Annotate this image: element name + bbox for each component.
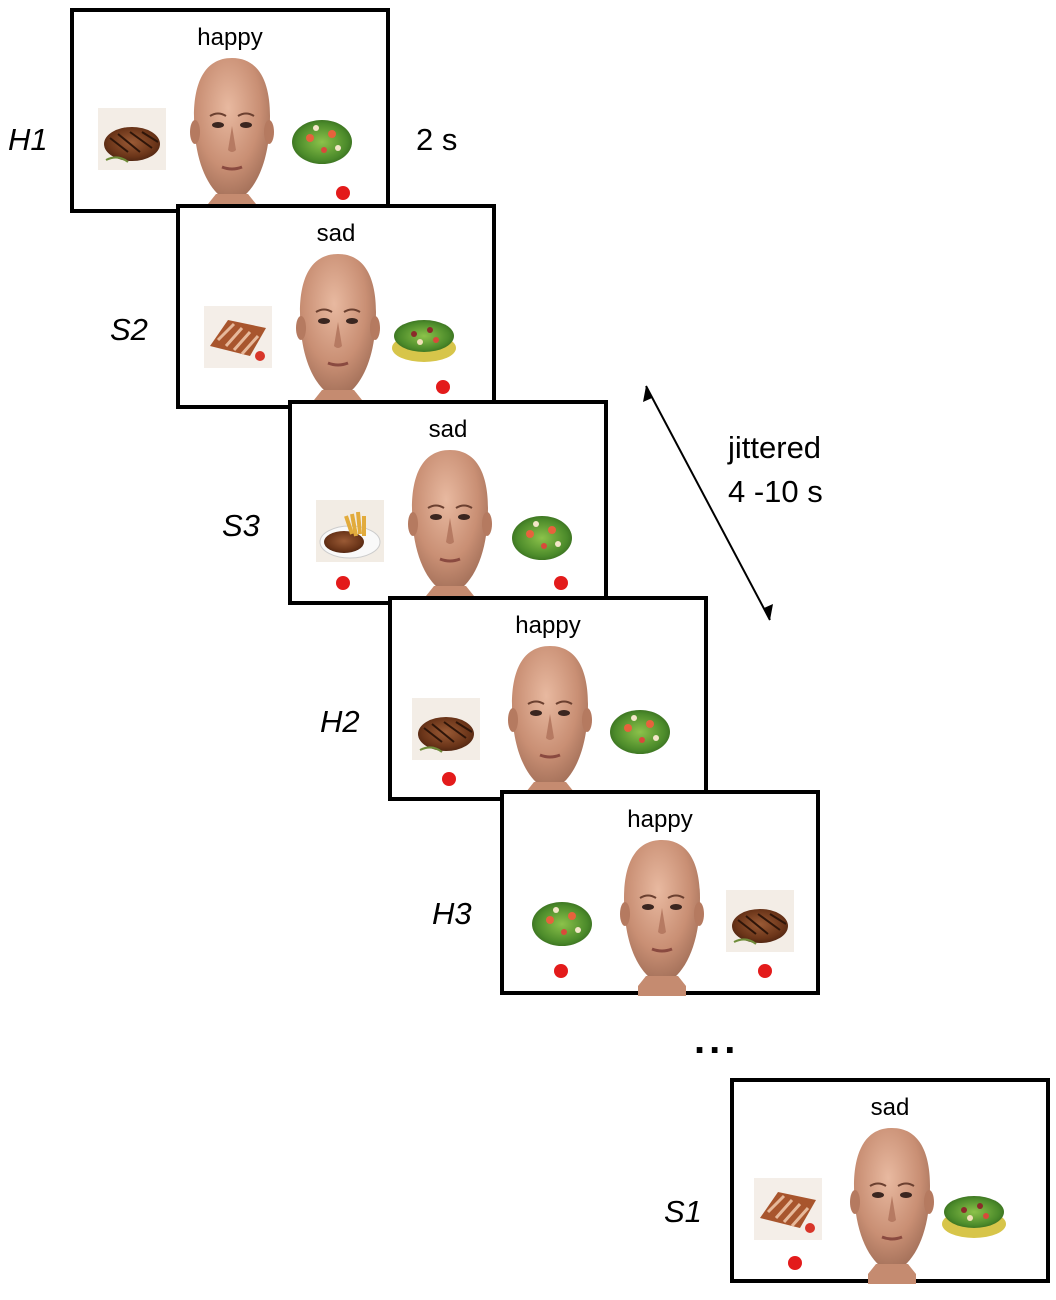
- jitter-label-line2: 4 -10 s: [728, 474, 823, 509]
- emotion-label: happy: [515, 612, 581, 639]
- salad-image: [508, 504, 576, 566]
- face-image: [404, 446, 496, 606]
- trial-label-h3: H3: [432, 896, 472, 931]
- jitter-label-line1: jittered: [728, 430, 822, 465]
- salad-image: [528, 890, 596, 952]
- selection-dot: [442, 772, 456, 786]
- trial-screen-h3: happy: [500, 790, 820, 995]
- trial-label-s3: S3: [222, 508, 260, 543]
- emotion-label: happy: [197, 24, 263, 51]
- selection-dot: [788, 1256, 802, 1270]
- trial-label-h2: H2: [320, 704, 360, 739]
- salad-bowl-image: [940, 1182, 1008, 1244]
- trial-label-h1: H1: [8, 122, 48, 157]
- selection-dot-right: [554, 576, 568, 590]
- emotion-label: sad: [316, 220, 356, 247]
- salad-bowl-image: [390, 306, 458, 368]
- face-image: [186, 54, 278, 214]
- trial-screen-s2: sad: [176, 204, 496, 409]
- steak-image: [754, 1178, 822, 1240]
- face-image: [846, 1124, 938, 1284]
- selection-dot-left: [554, 964, 568, 978]
- emotion-label: happy: [627, 806, 693, 833]
- trial-label-s2: S2: [110, 312, 148, 347]
- steak-fries-image: [316, 500, 384, 562]
- trial-screen-s3: sad: [288, 400, 608, 605]
- steak-image: [98, 108, 166, 170]
- selection-dot: [436, 380, 450, 394]
- steak-image: [726, 890, 794, 952]
- trial-label-s1: S1: [664, 1194, 702, 1229]
- selection-dot-right: [758, 964, 772, 978]
- jitter-arrow: [643, 385, 773, 621]
- selection-dot-left: [336, 576, 350, 590]
- duration-label: 2 s: [416, 122, 458, 157]
- salad-image: [288, 108, 356, 170]
- emotion-label: sad: [428, 416, 468, 443]
- trial-screen-h1: happy: [70, 8, 390, 213]
- selection-dot: [336, 186, 350, 200]
- trial-screen-h2: happy: [388, 596, 708, 801]
- ellipsis: ...: [694, 1018, 740, 1062]
- emotion-label: sad: [870, 1094, 910, 1121]
- face-image: [504, 642, 596, 802]
- trial-screen-s1: sad: [730, 1078, 1050, 1283]
- face-image: [616, 836, 708, 996]
- pork-image: [204, 306, 272, 368]
- face-image: [292, 250, 384, 410]
- salad-image: [606, 698, 674, 760]
- steak-image: [412, 698, 480, 760]
